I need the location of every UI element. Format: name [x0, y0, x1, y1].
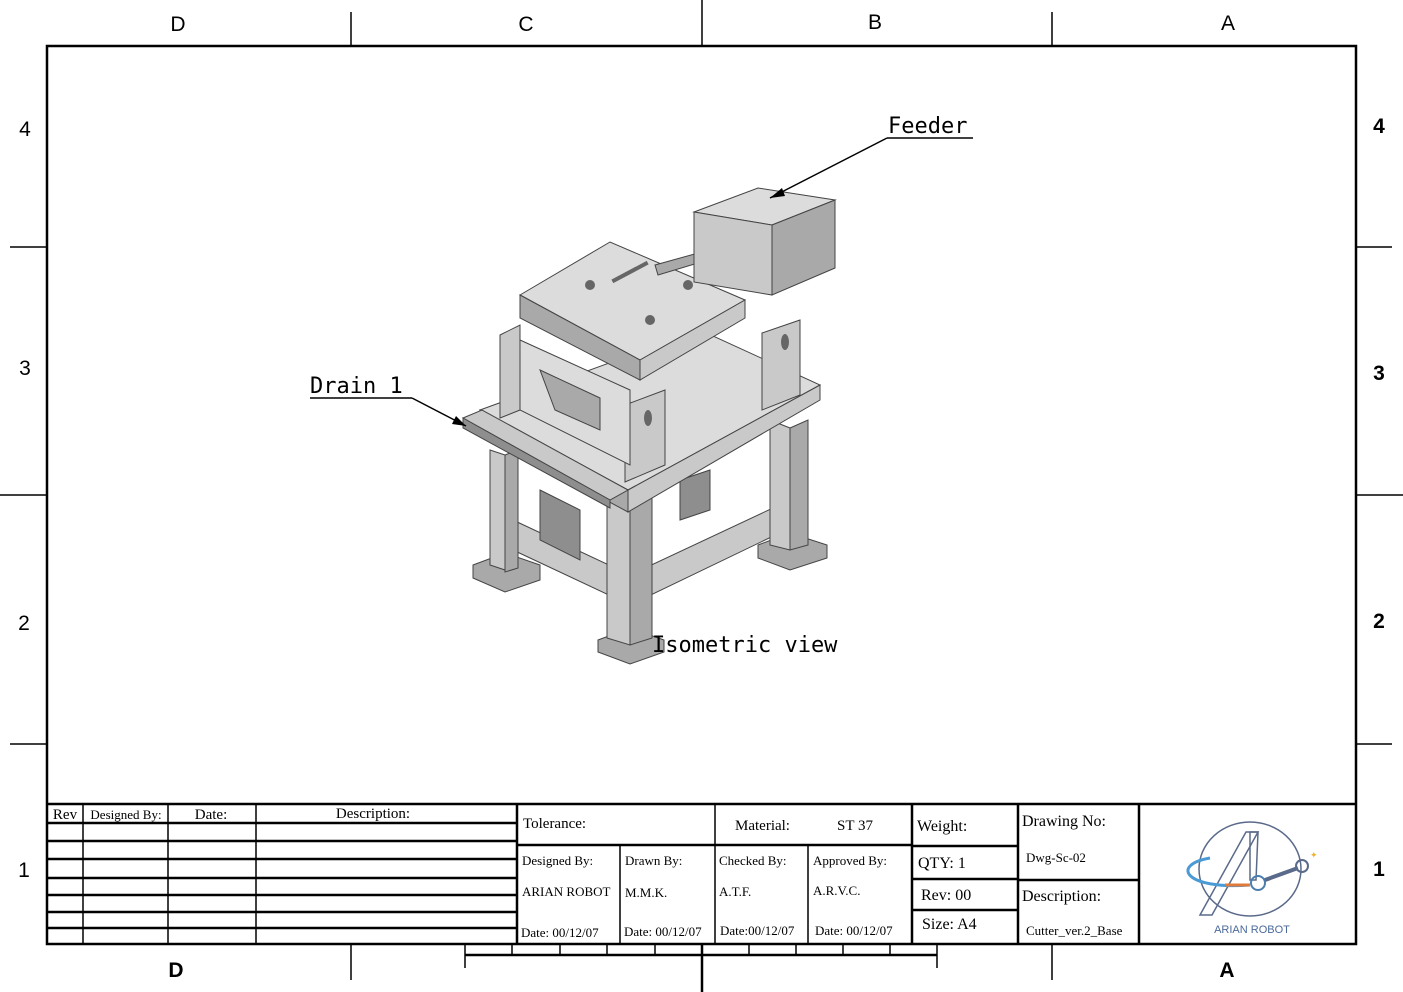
- approved-by-value: A.R.V.C.: [813, 883, 860, 898]
- checked-by-label: Checked By:: [719, 853, 787, 868]
- zone-label-top: C: [518, 13, 533, 36]
- designed-by-value: ARIAN ROBOT: [522, 884, 611, 899]
- zone-label-top: B: [868, 11, 882, 34]
- date-header: Date:: [195, 807, 227, 823]
- zone-label-left: 2: [18, 612, 30, 635]
- svg-text:✦: ✦: [1310, 851, 1318, 861]
- rev-header: Rev: [53, 807, 78, 823]
- description-label: Description:: [1022, 888, 1101, 905]
- designed-by-header: Designed By:: [90, 807, 161, 822]
- checked-by-value: A.T.F.: [719, 884, 751, 899]
- zone-label-bottom: D: [168, 959, 183, 982]
- feeder-label: Feeder: [888, 114, 967, 139]
- zone-label-top: D: [170, 13, 185, 36]
- drain-label: Drain 1: [310, 374, 403, 399]
- drawing-no-value: Dwg-Sc-02: [1026, 850, 1086, 865]
- annotations: [310, 137, 973, 427]
- title-block-grid: [47, 802, 1356, 968]
- isometric-model: [461, 187, 837, 665]
- arian-robot-logo: ✦ ARIAN ROBOT: [1186, 821, 1318, 936]
- zone-label-left: 4: [19, 118, 31, 141]
- material-label: Material:: [735, 818, 790, 834]
- approved-date: Date: 00/12/07: [815, 923, 893, 938]
- logo-text: ARIAN ROBOT: [1214, 924, 1290, 936]
- zone-label-left: 3: [19, 357, 31, 380]
- zone-label-left: 1: [18, 859, 30, 882]
- weight-label: Weight:: [917, 818, 967, 835]
- zone-label-right: 2: [1373, 610, 1385, 633]
- size-value: Size: A4: [922, 916, 977, 933]
- designed-by-label: Designed By:: [522, 853, 593, 868]
- view-label: Isometric view: [652, 633, 838, 658]
- zone-label-right: 1: [1373, 858, 1385, 881]
- tolerance-label: Tolerance:: [523, 816, 586, 832]
- drawing-no-label: Drawing No:: [1022, 813, 1106, 830]
- zone-label-right: 4: [1373, 115, 1385, 138]
- zone-label-top: A: [1221, 12, 1235, 35]
- description-value: Cutter_ver.2_Base: [1026, 923, 1123, 938]
- drawn-by-value: M.M.K.: [625, 885, 667, 900]
- approved-by-label: Approved By:: [813, 853, 887, 868]
- checked-date: Date:00/12/07: [720, 923, 795, 938]
- drawn-date: Date: 00/12/07: [624, 924, 702, 939]
- qty-value: QTY: 1: [918, 855, 966, 872]
- zone-label-right: 3: [1373, 362, 1385, 385]
- description-header: Description:: [336, 806, 410, 822]
- drawn-by-label: Drawn By:: [625, 853, 682, 868]
- designed-date: Date: 00/12/07: [521, 925, 599, 940]
- rev-value: Rev: 00: [921, 887, 971, 904]
- zone-label-bottom: A: [1219, 959, 1234, 982]
- material-value: ST 37: [837, 818, 873, 834]
